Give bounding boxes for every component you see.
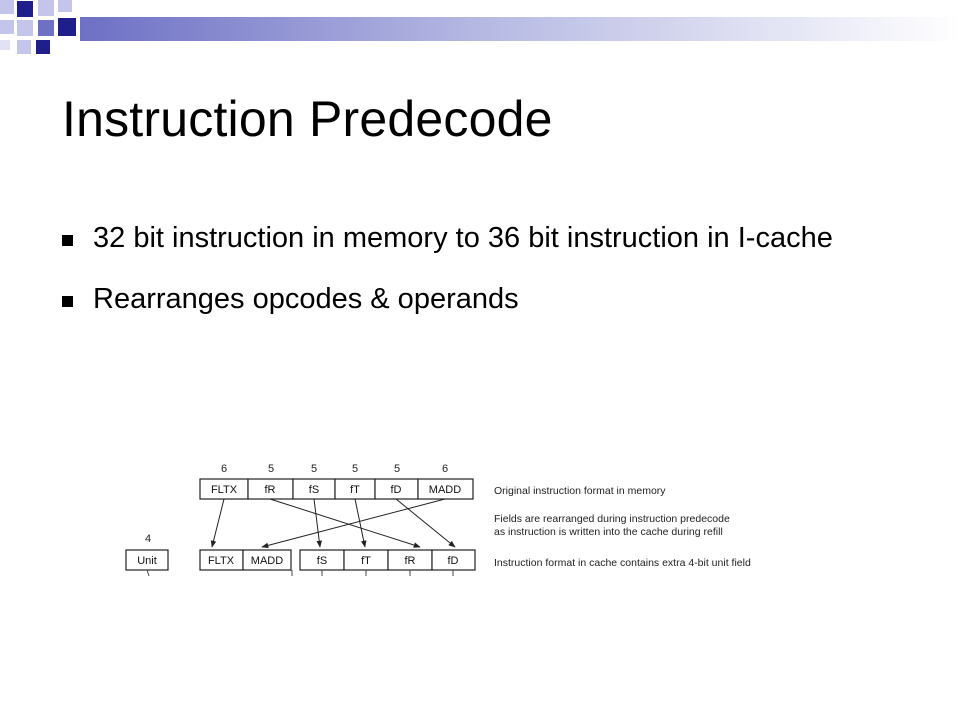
bullet-text: Rearranges opcodes & operands (93, 283, 519, 315)
deco-square (17, 1, 33, 17)
deco-square (0, 0, 14, 14)
header-gradient-band (80, 17, 960, 41)
square-bullet-icon (62, 235, 73, 246)
deco-square (38, 20, 54, 36)
bullet-text: 32 bit instruction in memory to 36 bit i… (93, 222, 833, 254)
deco-square (17, 40, 31, 54)
annotation-original: Original instruction format in memory (494, 485, 666, 497)
rearrange-arrow (261, 498, 446, 549)
deco-square (0, 20, 14, 34)
memory-field-label: fS (309, 484, 319, 496)
rearrange-arrow (313, 498, 322, 548)
cache-field-label: MADD (251, 555, 283, 567)
unit-field-label: Unit (137, 555, 157, 567)
unit-width-label: 4 (145, 533, 151, 545)
bullet-item: Rearranges opcodes & operands (62, 279, 892, 320)
memory-field-label: MADD (429, 484, 461, 496)
slide-title: Instruction Predecode (62, 91, 553, 147)
cache-field-label: fT (361, 555, 371, 567)
deco-square (38, 0, 54, 16)
deco-square (0, 40, 10, 50)
memory-field-label: fT (350, 484, 360, 496)
memory-field-label: fR (265, 484, 276, 496)
annotation-cache: Instruction format in cache contains ext… (494, 557, 751, 569)
bullet-item: 32 bit instruction in memory to 36 bit i… (62, 218, 892, 259)
cache-field-label: fR (405, 555, 416, 567)
deco-square (17, 20, 33, 36)
cache-field-label: fD (448, 555, 459, 567)
cache-field-label: fS (317, 555, 327, 567)
bit-width-label: 5 (352, 463, 358, 475)
memory-field-box (417, 478, 474, 500)
annotation-rearranged-1: Fields are rearranged during instruction… (494, 513, 730, 525)
square-bullet-icon (62, 296, 73, 307)
bit-width-label: 5 (268, 463, 274, 475)
bit-width-label: 5 (311, 463, 317, 475)
bullet-list: 32 bit instruction in memory to 36 bit i… (62, 218, 892, 340)
cache-field-box (242, 549, 292, 571)
deco-square (58, 0, 72, 12)
deco-square (36, 40, 50, 54)
bit-width-label: 6 (221, 463, 227, 475)
rearrange-arrow (269, 498, 421, 548)
tick-mark (146, 569, 150, 577)
rearrange-arrow (354, 498, 367, 548)
bit-width-label: 5 (394, 463, 400, 475)
rearrange-arrow (210, 498, 225, 548)
memory-field-label: FLTX (211, 484, 238, 496)
rearrange-arrow (395, 498, 456, 548)
header-decoration (0, 0, 960, 54)
cache-field-label: FLTX (208, 555, 235, 567)
deco-square (58, 18, 76, 36)
annotation-rearranged-2: as instruction is written into the cache… (494, 526, 723, 538)
memory-field-label: fD (391, 484, 402, 496)
bit-width-label: 6 (442, 463, 448, 475)
